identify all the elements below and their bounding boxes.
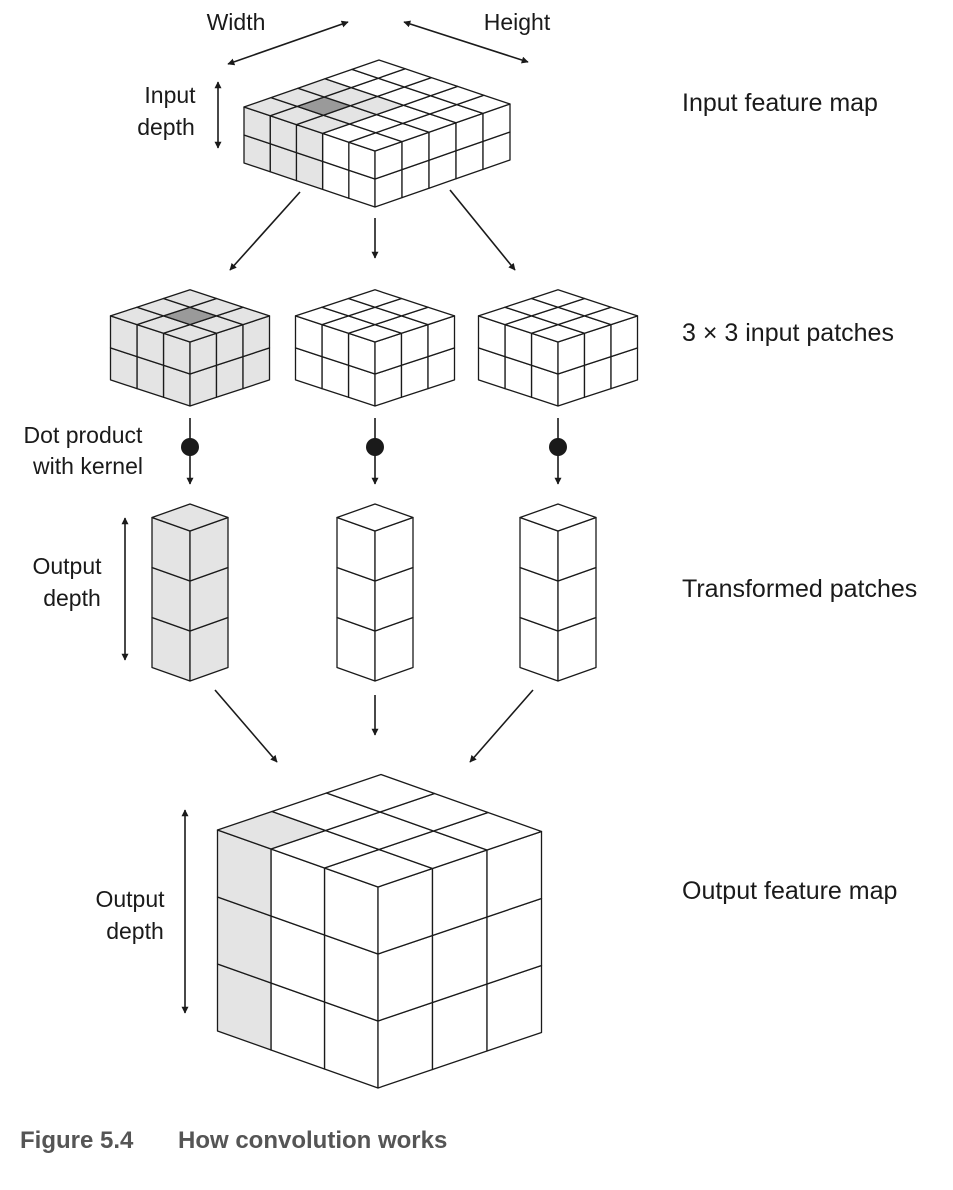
cube-cell (325, 773, 436, 813)
dot-product-marker-2 (366, 438, 384, 456)
transformed-patches-label: Transformed patches (682, 575, 917, 603)
arrow-to-output-3 (469, 689, 534, 763)
input-patches-label: 3 × 3 input patches (682, 319, 894, 347)
dot-product-marker-3 (549, 438, 567, 456)
dot-markers (181, 438, 567, 456)
height-label: Height (484, 9, 551, 35)
cube-cell (530, 289, 586, 308)
cube-cell (351, 59, 406, 79)
dot-product-label-line2: with kernel (32, 453, 143, 479)
input-feature-map-label: Input feature map (682, 89, 878, 117)
figure-caption-number: Figure 5.4 (20, 1127, 134, 1154)
cube-cell (519, 503, 597, 532)
arrows (121, 20, 562, 1014)
input-patch-2 (294, 289, 456, 407)
output-depth-patch-label-line2: depth (43, 585, 101, 611)
arrow-to-output-1 (214, 689, 278, 763)
width-label: Width (207, 9, 266, 35)
cube-cell (151, 503, 229, 532)
output-feature-map-label: Output feature map (682, 877, 897, 905)
input-depth-label-line2: depth (137, 114, 195, 140)
input-depth-label-line1: Input (144, 82, 196, 108)
transformed-patch-1 (151, 503, 229, 682)
arrow-to-patch-1 (229, 191, 301, 271)
input-patch-1 (109, 289, 271, 407)
transformed-patch-3 (519, 503, 597, 682)
transformed-patch-2 (336, 503, 414, 682)
output-feature-map-cube (216, 773, 543, 1089)
output-depth-patch-label-line1: Output (32, 553, 102, 579)
dot-product-marker-1 (181, 438, 199, 456)
input-patch-3 (477, 289, 639, 407)
cube-cell (336, 503, 414, 532)
output-depth-map-label-line2: depth (106, 918, 164, 944)
height-arrow (403, 20, 529, 64)
cube-cell (162, 289, 218, 308)
dot-product-label-line1: Dot product (24, 422, 144, 448)
output-depth-map-label-line1: Output (95, 886, 165, 912)
input-feature-map-cube (243, 59, 511, 208)
cube-cell (347, 289, 403, 308)
figure-caption-title: How convolution works (178, 1127, 447, 1154)
arrow-to-patch-3 (449, 189, 516, 271)
width-arrow (227, 20, 349, 66)
